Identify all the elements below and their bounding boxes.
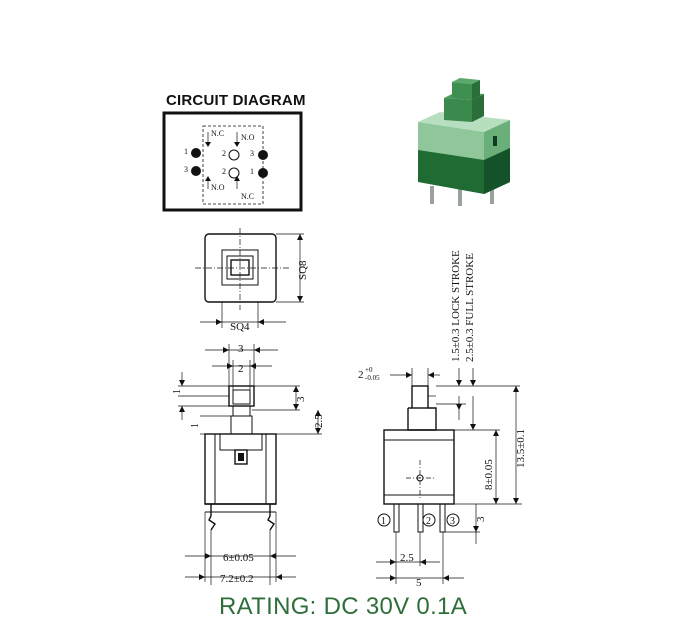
front-view: 3 2 1 1	[172, 343, 325, 585]
side-pin-2: 2	[426, 516, 431, 527]
side-body	[383, 429, 455, 505]
label-pin-1-left: 1	[184, 147, 188, 156]
lock-stroke-label: 1.5±0.3 LOCK STROKE	[450, 250, 462, 362]
side-dim-2: 2	[358, 369, 364, 381]
switch-pin	[458, 188, 462, 206]
side-dim-2-tol-plus: +0	[365, 366, 373, 374]
front-dim-3: 3	[238, 343, 244, 355]
side-view: 1 2 3 2 +0 -0.05 13.5±0.1	[358, 366, 527, 589]
circuit-frame	[162, 111, 303, 212]
contact-3-left	[191, 166, 201, 176]
sq4-label: SQ4	[230, 321, 250, 333]
label-nc-top: N.C	[211, 129, 224, 138]
stroke-labels: 1.5±0.3 LOCK STROKE 2.5±0.3 FULL STROKE	[450, 250, 476, 362]
contact-2-top	[228, 149, 240, 161]
top-view: SQ8 SQ4	[195, 228, 309, 333]
circuit-diagram-title: CIRCUIT DIAGRAM	[166, 92, 306, 109]
label-pin-3-left: 3	[184, 165, 188, 174]
label-pin-1-right: 1	[250, 167, 254, 176]
circuit-diagram: N.C N.O N.O N.C 1 3 2 2 3 1	[162, 111, 303, 212]
front-dim-7-2: 7.2±0.2	[220, 573, 254, 585]
front-dim-1-upper: 1	[172, 389, 183, 394]
rating-label: RATING: DC 30V 0.1A	[219, 593, 467, 620]
label-no-bottom: N.O	[211, 183, 225, 192]
label-no-top: N.O	[241, 133, 255, 142]
contact-3-right	[258, 150, 268, 160]
side-pin-1: 1	[381, 516, 386, 527]
label-pin-3-right: 3	[250, 149, 254, 158]
switch-pin	[490, 186, 494, 204]
front-body	[204, 433, 277, 505]
front-dim-2: 2	[238, 363, 244, 375]
front-dim-3-side: 3	[295, 396, 307, 402]
contact-2-bottom	[228, 167, 240, 179]
side-dim-3: 3	[475, 516, 487, 522]
full-stroke-label: 2.5±0.3 FULL STROKE	[464, 253, 476, 362]
label-pin-2-bottom: 2	[222, 167, 226, 176]
circuit-dashed-box	[202, 125, 264, 205]
contact-1-right	[258, 168, 268, 178]
front-dim-6: 6±0.05	[223, 552, 254, 564]
contact-1-left	[191, 148, 201, 158]
side-dim-13-5: 13.5±0.1	[515, 429, 527, 468]
side-pin-3: 3	[450, 516, 455, 527]
side-dim-8: 8±0.05	[483, 459, 495, 490]
switch-photo	[418, 78, 510, 206]
front-dim-2-5-side: 2.5	[313, 414, 325, 428]
label-nc-bottom: N.C	[241, 192, 254, 201]
front-dim-1-lower: 1	[190, 423, 201, 428]
side-dim-2-5: 2.5	[400, 552, 414, 564]
side-dim-2-tol-minus: -0.05	[365, 374, 380, 382]
label-pin-2-top: 2	[222, 149, 226, 158]
switch-pin	[430, 186, 434, 204]
sq8-label: SQ8	[297, 260, 309, 280]
side-dim-5: 5	[416, 577, 422, 589]
